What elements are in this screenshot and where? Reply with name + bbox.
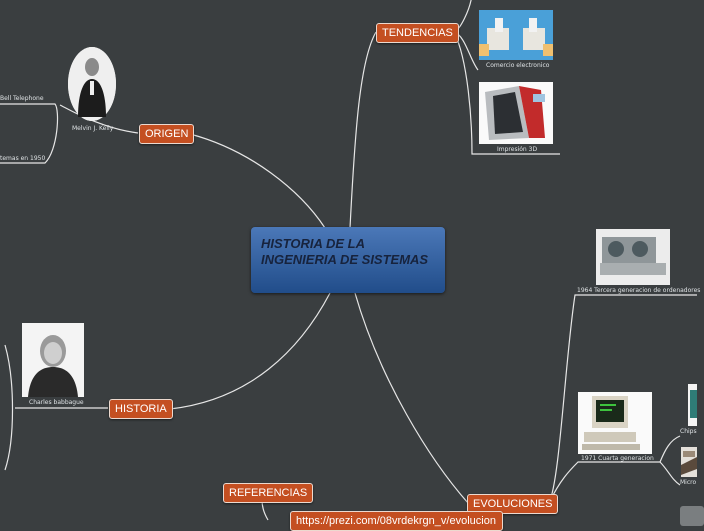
microprocessor-icon <box>681 447 697 477</box>
babbage-label: Charles babbague <box>29 399 84 406</box>
melvin-portrait[interactable] <box>68 47 116 121</box>
melvin-label: Melvin J. Kelly <box>72 125 114 132</box>
topic-historia[interactable]: HISTORIA <box>109 399 173 419</box>
tercera-image[interactable] <box>596 229 670 285</box>
micro-image[interactable] <box>681 447 697 477</box>
topic-evoluciones[interactable]: EVOLUCIONES <box>467 494 559 514</box>
person-icon <box>68 47 116 121</box>
chip-icon <box>688 384 697 426</box>
topic-referencias[interactable]: REFERENCIAS <box>223 483 314 503</box>
topic-origen[interactable]: ORIGEN <box>139 124 195 144</box>
cuarta-label: 1971 Cuarta generacion <box>581 455 654 462</box>
reference-link[interactable]: https://prezi.com/08vrdekrgn_v/evolucion <box>290 511 503 531</box>
tercera-label: 1964 Tercera generacion de ordenadores <box>577 287 701 294</box>
central-topic[interactable]: HISTORIA DE LA INGENIERIA DE SISTEMAS <box>251 227 445 293</box>
computer-icon <box>479 10 553 60</box>
micro-label: Micro <box>680 479 697 486</box>
chips-label: Chips <box>680 428 697 435</box>
cuarta-image[interactable] <box>578 392 652 454</box>
sistemas-1950-label: temas en 1950 <box>0 155 46 162</box>
bell-label: Bell Telephone <box>0 95 44 102</box>
printer-icon <box>479 82 553 144</box>
comercio-label: Comercio electronico <box>486 62 550 69</box>
comercio-image[interactable] <box>479 10 553 60</box>
central-topic-label: HISTORIA DE LA INGENIERIA DE SISTEMAS <box>261 236 429 267</box>
babbage-portrait[interactable] <box>22 323 84 397</box>
impresion-label: Impresión 3D <box>497 146 538 153</box>
computer-icon <box>578 392 652 454</box>
topic-tendencias[interactable]: TENDENCIAS <box>376 23 459 43</box>
partial-node[interactable] <box>680 506 704 526</box>
chips-image[interactable] <box>688 384 697 426</box>
person-icon <box>22 323 84 397</box>
mainframe-icon <box>596 229 670 285</box>
impresion-image[interactable] <box>479 82 553 144</box>
